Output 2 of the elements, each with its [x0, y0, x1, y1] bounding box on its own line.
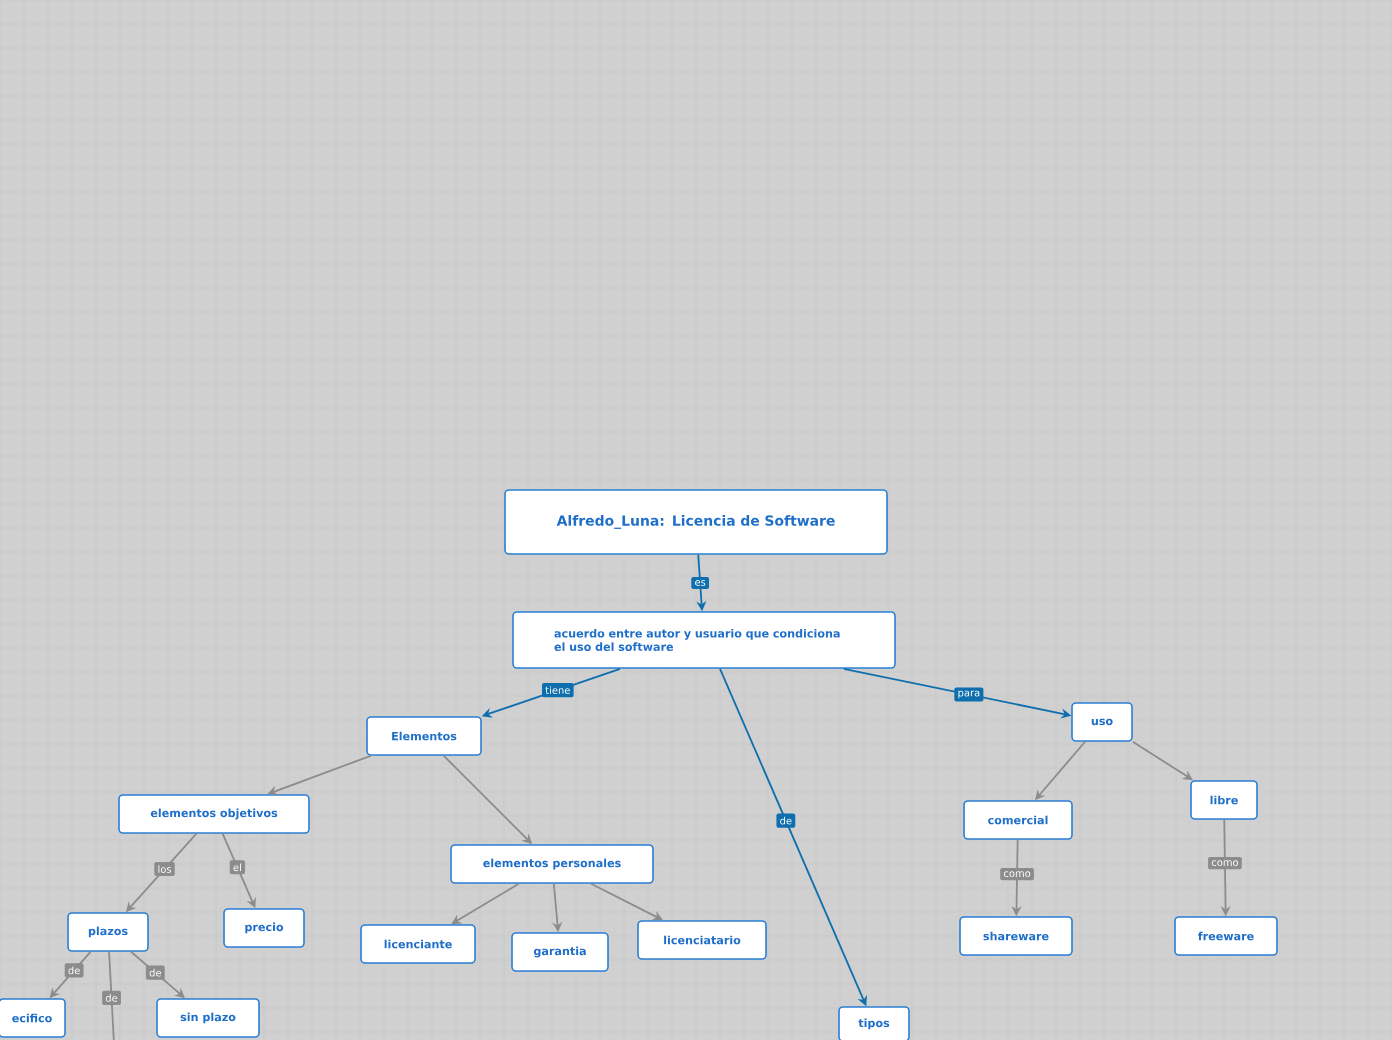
- arrow: [590, 882, 663, 921]
- arrow: [451, 882, 520, 925]
